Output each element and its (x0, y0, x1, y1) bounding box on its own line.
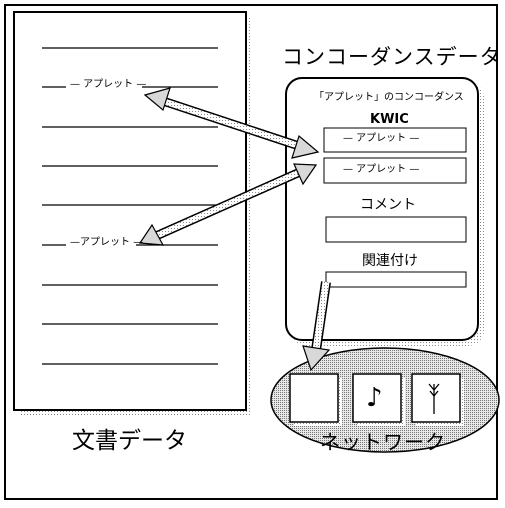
network-cards (289, 373, 464, 426)
music-note-glyph: ♪ (366, 383, 383, 413)
blank-card-icon (289, 373, 339, 423)
link-field (325, 271, 467, 288)
concordance-title: コンコーダンスデータ (282, 45, 502, 69)
kwic-label: KWIC (370, 112, 409, 127)
concordance-subtitle: 「アプレット」のコンコーダンス (314, 92, 464, 103)
network-label: ネットワーク (320, 430, 446, 454)
comment-label: コメント (360, 197, 416, 213)
link-arrow-lower (138, 163, 318, 246)
link-arrow-upper (143, 87, 320, 159)
link-label: 関連付け (362, 253, 418, 269)
link-arrow-to-network (302, 281, 331, 372)
document-label: 文書データ (72, 428, 187, 454)
concordance-panel (285, 77, 484, 346)
kwic-row-2 (323, 157, 467, 184)
document-keyword-2: —アプレット — (70, 237, 144, 248)
kwic-row-1 (323, 127, 467, 153)
comment-field (325, 216, 467, 243)
kwic-line-2: — アプレット — (343, 164, 420, 175)
music-note-icon (352, 373, 402, 423)
document-keyword-1: — アプレット — (70, 79, 147, 90)
plant-icon (411, 373, 461, 423)
kwic-line-1: — アプレット — (343, 133, 420, 144)
